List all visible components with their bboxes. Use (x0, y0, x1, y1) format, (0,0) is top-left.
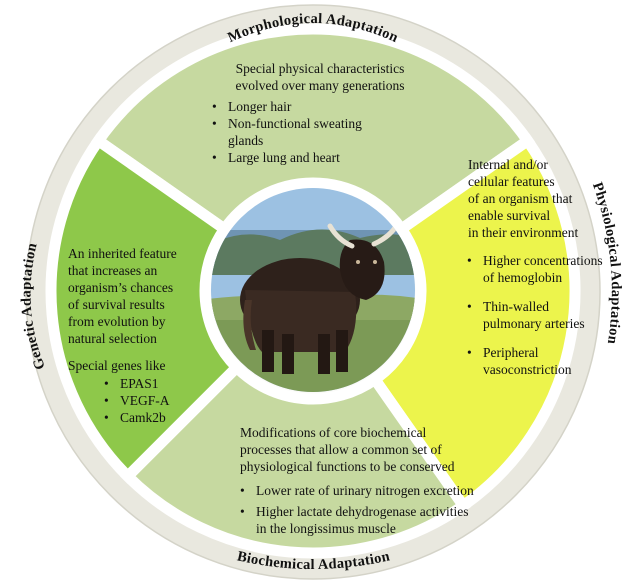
description-line: Modifications of core biochemical (240, 425, 427, 440)
genetic-genes-intro: Special genes like (68, 358, 166, 373)
description-line: cellular features (468, 174, 555, 189)
biochemical-list: Lower rate of urinary nitrogen excretion… (238, 482, 538, 541)
list-item: Peripheral vasoconstriction (465, 344, 605, 378)
list-item: Large lung and heart (210, 149, 385, 166)
description-line: Special physical characteristics (235, 61, 405, 76)
description-line: enable survival (468, 208, 551, 223)
description-line: processes that allow a common set of (240, 442, 442, 457)
yak-photo (211, 188, 415, 392)
genetic-genes-list: EPAS1 VEGF-A Camk2b (102, 375, 212, 426)
gene-item: VEGF-A (102, 392, 212, 409)
physiological-description: Internal and/or cellular features of an … (468, 156, 598, 241)
genetic-description: An inherited feature that increases an o… (68, 245, 218, 347)
description-line: in their environment (468, 225, 579, 240)
description-line: of an organism that (468, 191, 573, 206)
description-line: natural selection (68, 331, 157, 346)
description-line: An inherited feature (68, 246, 177, 261)
list-item: Non-functional sweating glands (210, 115, 385, 149)
description-line: Internal and/or (468, 157, 548, 172)
description-line: of survival results (68, 297, 165, 312)
list-item: Higher concentrations of hemoglobin (465, 252, 605, 286)
list-item: Higher lactate dehydrogenase activities … (238, 503, 471, 537)
physiological-list: Higher concentrations of hemoglobin Thin… (465, 252, 605, 382)
morphological-description: Special physical characteristics evolved… (190, 60, 450, 94)
description-line: evolved over many generations (235, 78, 405, 93)
gene-item: Camk2b (102, 409, 212, 426)
gene-item: EPAS1 (102, 375, 212, 392)
description-line: organism’s chances (68, 280, 174, 295)
description-line: from evolution by (68, 314, 166, 329)
biochemical-description: Modifications of core biochemical proces… (240, 424, 540, 475)
morphological-list: Longer hair Non-functional sweating glan… (210, 98, 385, 166)
description-line: that increases an (68, 263, 158, 278)
list-item: Longer hair (210, 98, 385, 115)
list-item: Lower rate of urinary nitrogen excretion (238, 482, 538, 499)
list-item: Thin-walled pulmonary arteries (465, 298, 605, 332)
description-line: physiological functions to be conserved (240, 459, 455, 474)
